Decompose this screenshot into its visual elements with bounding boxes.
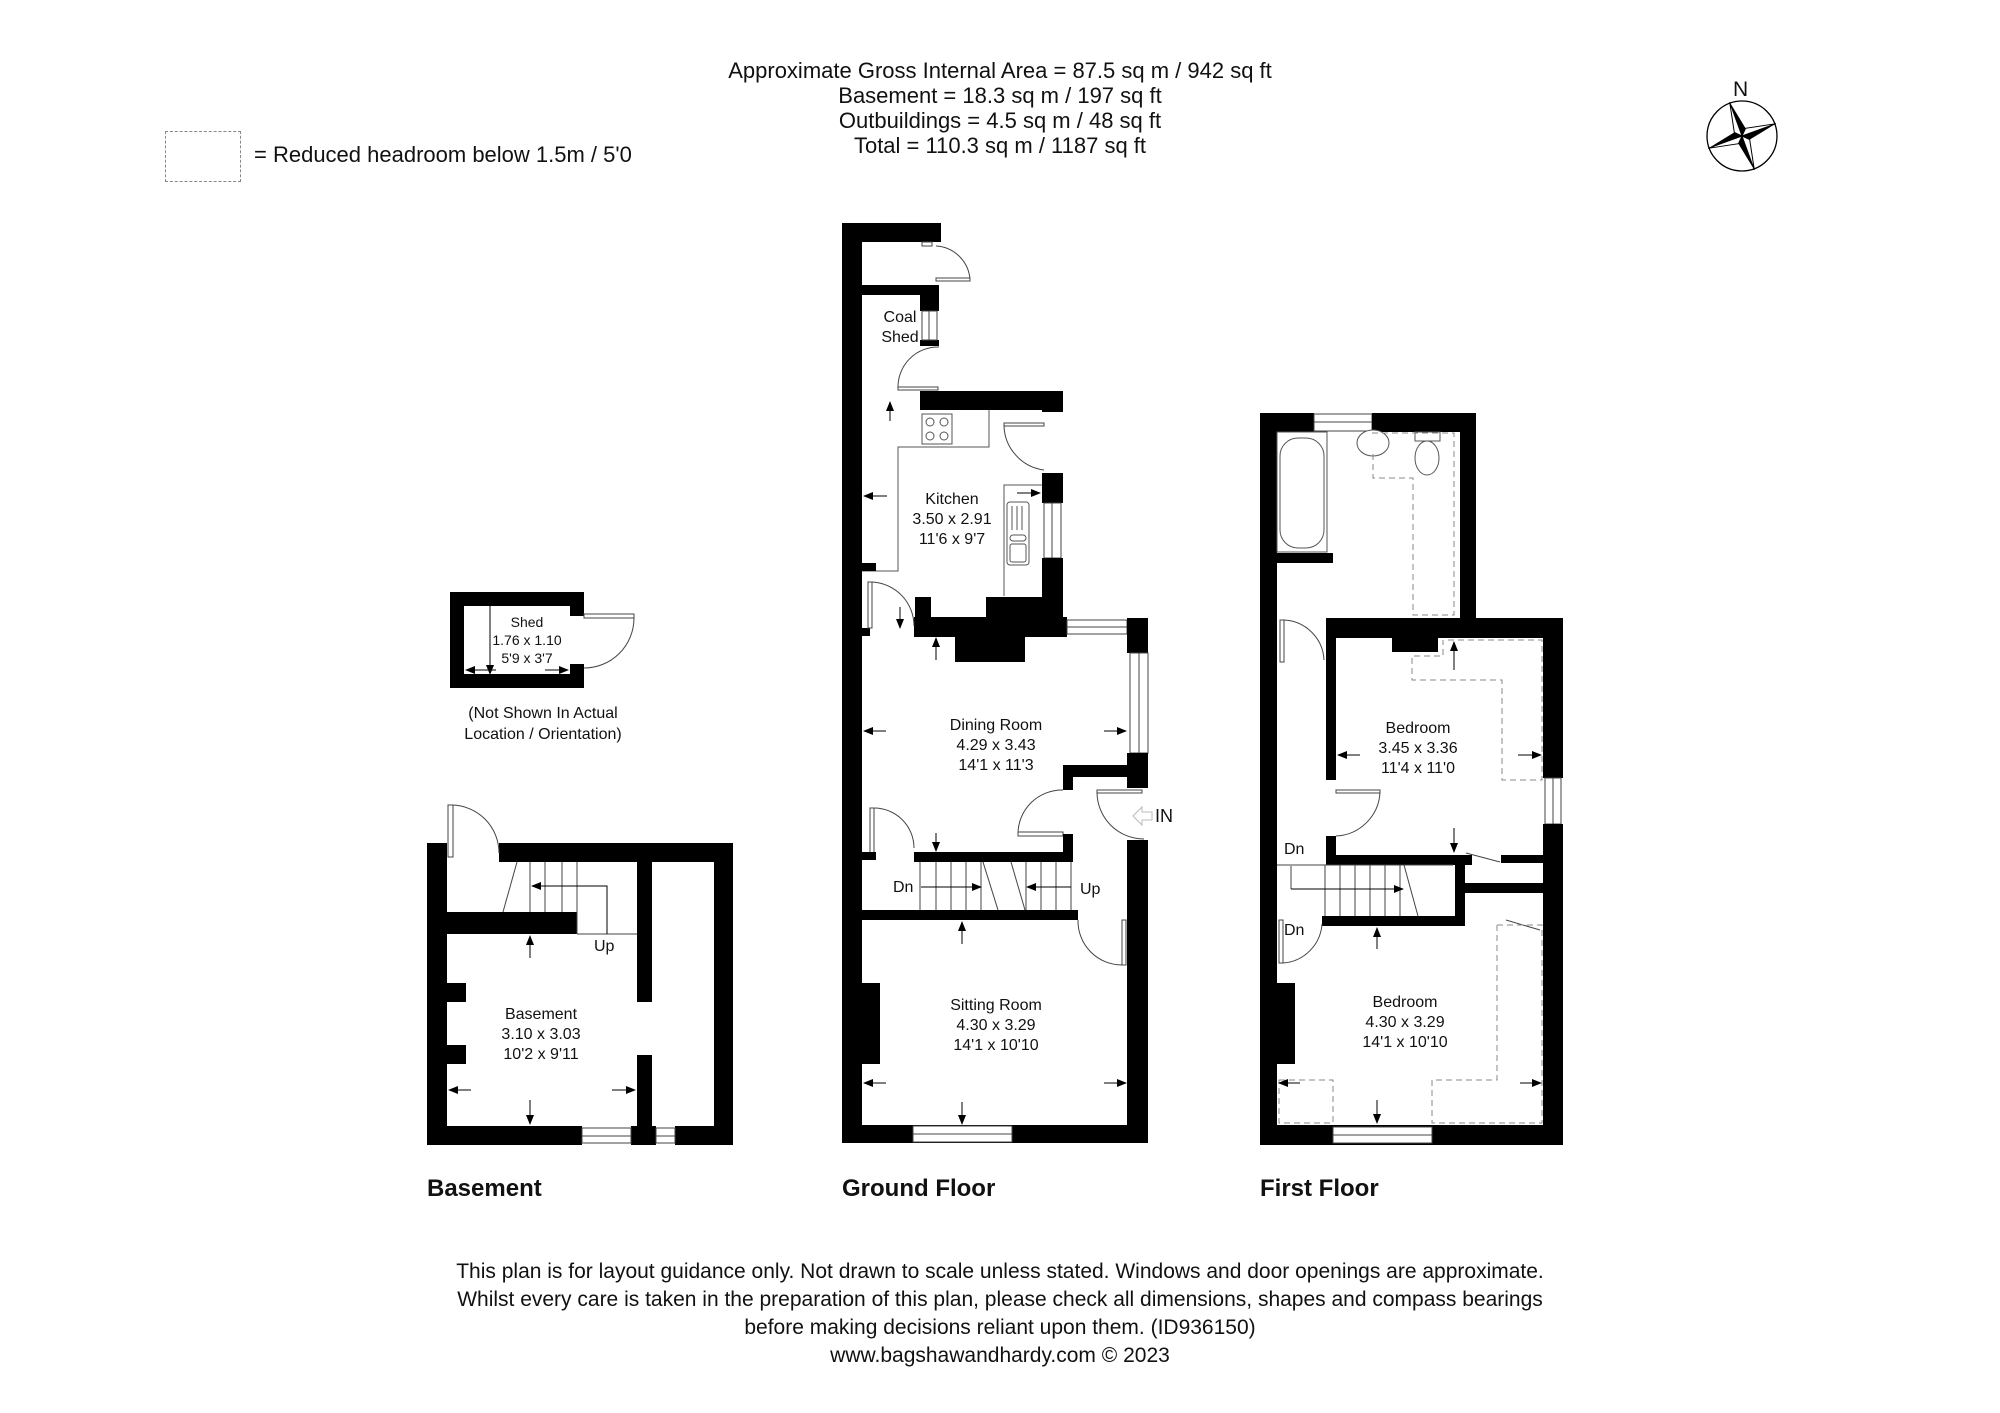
basement-stair-up-label: Up <box>594 938 615 955</box>
gross-internal-area: Approximate Gross Internal Area = 87.5 s… <box>728 58 1272 83</box>
copyright: © 2023 <box>1101 1344 1170 1367</box>
floor-title-ground: Ground Floor <box>842 1175 996 1202</box>
basement-room-label: Basement 3.10 x 3.03 10'2 x 9'11 <box>501 1006 581 1063</box>
bedroom-rear-label: Bedroom 3.45 x 3.36 11'4 x 11'0 <box>1378 720 1458 777</box>
floor-title-basement: Basement <box>427 1175 542 1202</box>
sitting-room-label: Sitting Room 4.30 x 3.29 14'1 x 10'10 <box>950 997 1042 1054</box>
floor-title-first: First Floor <box>1260 1175 1379 1202</box>
shed-location-note: (Not Shown In Actual Location / Orientat… <box>464 705 622 743</box>
basement-area: Basement = 18.3 sq m / 197 sq ft <box>838 83 1162 108</box>
kitchen-label: Kitchen 3.50 x 2.91 11'6 x 9'7 <box>912 491 992 548</box>
shed-label: Shed 1.76 x 1.10 5'9 x 3'7 <box>492 614 562 666</box>
area-summary: Approximate Gross Internal Area = 87.5 s… <box>0 58 2000 158</box>
dining-room-label: Dining Room 4.29 x 3.43 14'1 x 11'3 <box>949 717 1043 774</box>
total-area: Total = 110.3 sq m / 1187 sq ft <box>853 133 1147 158</box>
entrance-label: IN <box>1155 806 1173 826</box>
compass-label: N <box>1733 78 1749 101</box>
first-stair-down-label-1: Dn <box>1284 841 1305 858</box>
first-stair-down-label-2: Dn <box>1284 922 1305 939</box>
website-link[interactable]: www.bagshawandhardy.com <box>830 1344 1096 1367</box>
ground-stair-up-label: Up <box>1080 881 1101 898</box>
reduced-headroom-swatch <box>165 131 241 182</box>
legend-text: = Reduced headroom below 1.5m / 5'0 <box>254 142 632 167</box>
coal-shed-label: Coal Shed <box>881 309 919 346</box>
ground-stair-down-label: Dn <box>893 879 914 896</box>
bedroom-front-label: Bedroom 4.30 x 3.29 14'1 x 10'10 <box>1362 994 1448 1051</box>
basement-plan <box>427 804 733 1145</box>
disclaimer: This plan is for layout guidance only. N… <box>0 1258 2000 1370</box>
website-credit: www.bagshawandhardy.com © 2023 <box>0 1342 2000 1370</box>
outbuildings-area: Outbuildings = 4.5 sq m / 48 sq ft <box>838 108 1162 133</box>
